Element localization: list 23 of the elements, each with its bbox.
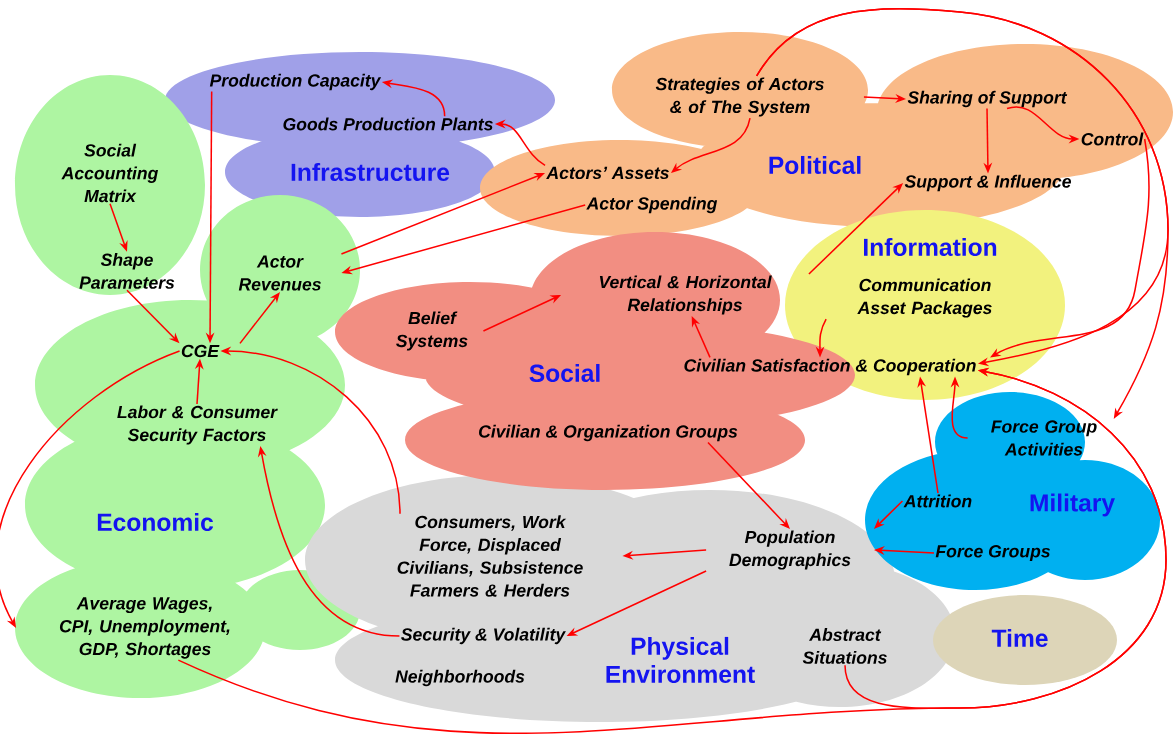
node-label: Population Demographics [729, 530, 851, 570]
arrow [707, 441, 790, 529]
node-label: Civilian Satisfaction & Cooperation [684, 358, 976, 376]
node-label: Shape Parameters [79, 253, 175, 289]
node-label: Civilian & Organization Groups [479, 424, 738, 442]
node-label: Abstract Situations [802, 628, 887, 664]
node-label: Sharing of Support [907, 90, 1068, 108]
node-label: Social Accounting Matrix [61, 143, 159, 203]
node-label: Belief Systems [396, 311, 468, 351]
node-label: Labor & Consumer Security Factors [117, 405, 278, 445]
node-label: CGE [181, 344, 220, 358]
cloud: Time [933, 595, 1117, 685]
node-label: Control [1081, 132, 1144, 146]
node-label: Neighborhoods [395, 669, 525, 687]
node-label: Strategies of Actors & of The System [655, 77, 824, 117]
node-label: Consumers, Work Force, Displaced Civilians, Subsistence Farmers & Herders [397, 515, 583, 597]
node-label: Support & Influence [904, 174, 1071, 192]
node-label: Actor Spending [586, 196, 718, 214]
node-label: Vertical & Horizontal Relationships [599, 275, 772, 315]
node-label: Average Wages, CPI, Unemployment, GDP, Shortages [59, 597, 230, 659]
node-label: Security & Volatility [401, 627, 566, 645]
node-label: Actor Revenues [238, 255, 321, 291]
node-label: Communication Asset Packages [857, 278, 992, 318]
